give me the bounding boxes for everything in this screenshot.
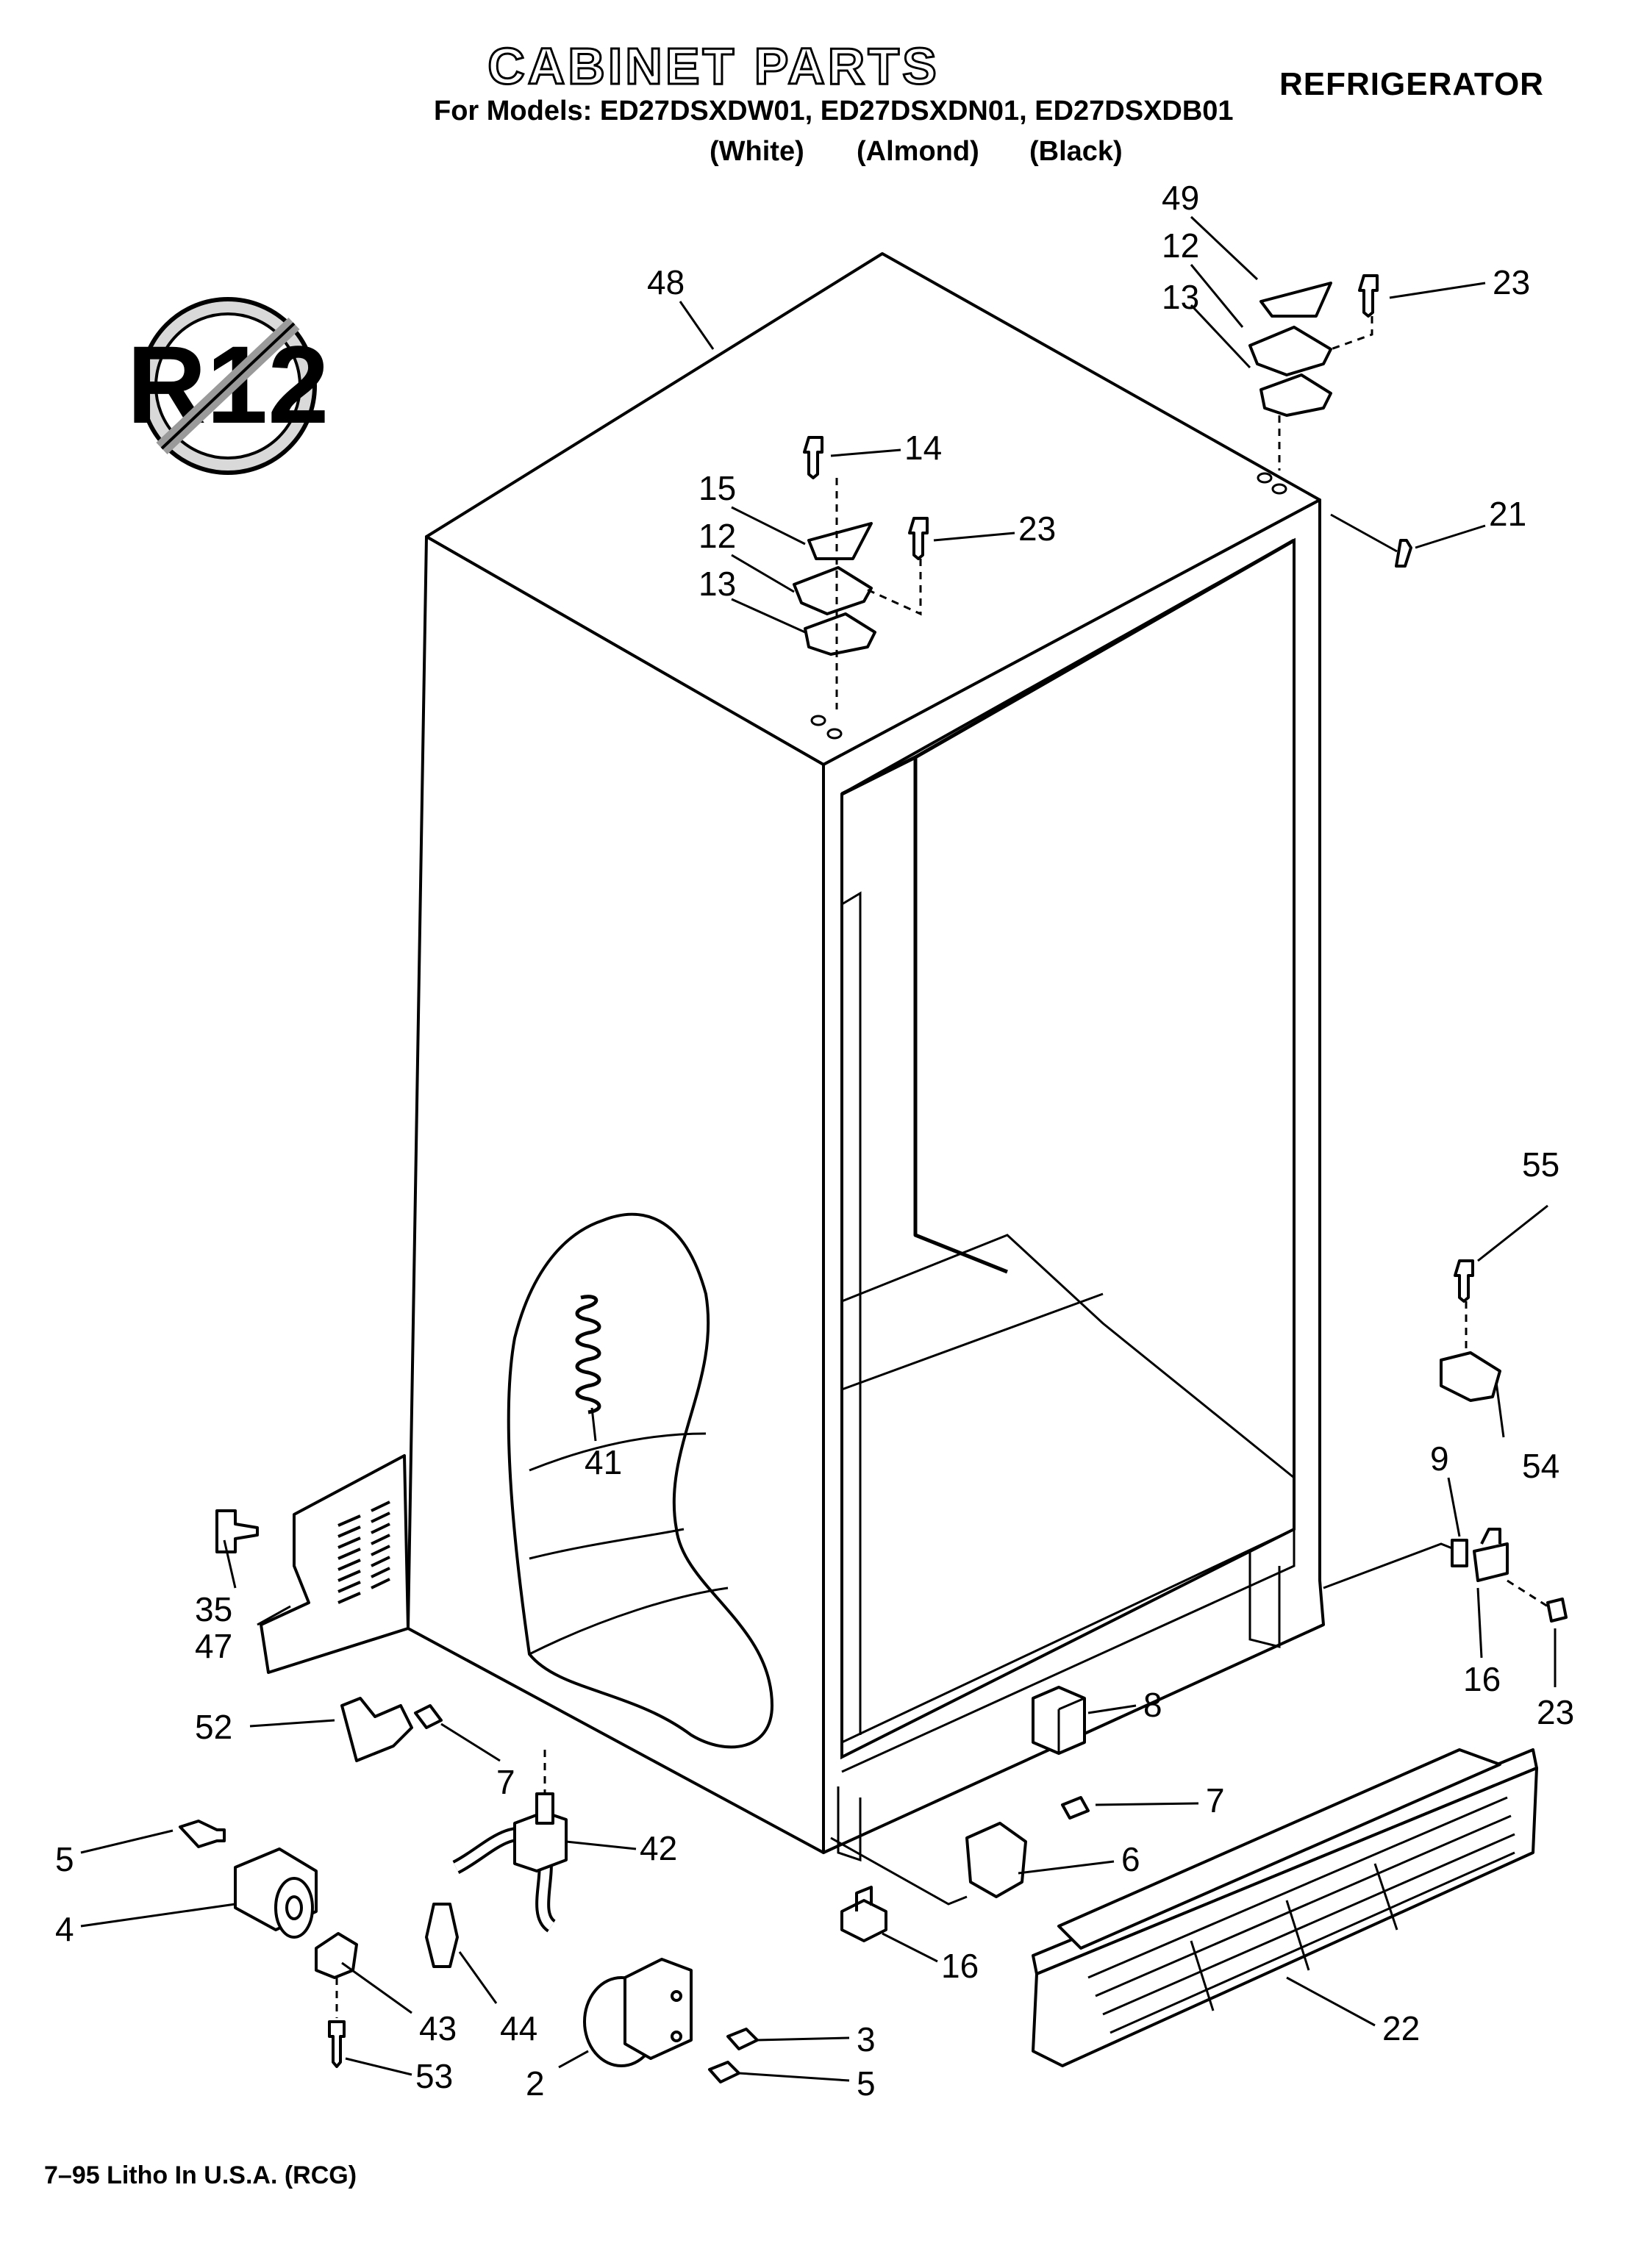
callout-16: 16 bbox=[941, 1947, 979, 1985]
screw-35-icon bbox=[215, 1509, 259, 1553]
callout-8: 8 bbox=[1143, 1686, 1162, 1724]
callout-12: 12 bbox=[1162, 226, 1199, 265]
callout-2: 2 bbox=[526, 2064, 545, 2103]
bottom-hinge-2-icon bbox=[583, 1958, 693, 2067]
callout-49: 49 bbox=[1162, 179, 1199, 217]
variant-black: (Black) bbox=[1029, 136, 1123, 167]
screw-55-icon bbox=[1454, 1259, 1474, 1303]
callout-21: 21 bbox=[1489, 495, 1526, 533]
callout-12: 12 bbox=[698, 517, 736, 555]
variant-almond: (Almond) bbox=[857, 136, 979, 167]
callout-42: 42 bbox=[640, 1829, 677, 1867]
callout-16: 16 bbox=[1463, 1660, 1501, 1698]
callout-7: 7 bbox=[496, 1763, 515, 1801]
callout-41: 41 bbox=[585, 1443, 622, 1481]
hinge-6-icon bbox=[965, 1822, 1027, 1898]
toe-grille-22-icon bbox=[1032, 1748, 1538, 2067]
screw-53-icon bbox=[328, 2020, 346, 2068]
roller-4-icon bbox=[234, 1847, 318, 1939]
no-r12-badge: R12 bbox=[126, 297, 329, 475]
cabinet-shell bbox=[407, 252, 1325, 1862]
part-21-clip-icon bbox=[1395, 539, 1412, 568]
clamp-52-icon bbox=[340, 1697, 413, 1762]
screw-7-right-icon bbox=[1061, 1796, 1090, 1820]
callout-23: 23 bbox=[1018, 509, 1056, 548]
callout-52: 52 bbox=[195, 1708, 232, 1746]
screw-23-icon bbox=[908, 517, 929, 560]
part-9-icon bbox=[1451, 1539, 1468, 1567]
screw-5-bottom-icon bbox=[708, 2061, 740, 2083]
tube-42-icon bbox=[452, 1750, 568, 1933]
screw-3-icon bbox=[726, 2028, 759, 2050]
callout-55: 55 bbox=[1522, 1145, 1559, 1184]
callout-43: 43 bbox=[419, 2009, 457, 2047]
control-panel-47-icon bbox=[260, 1454, 410, 1674]
bracket-16-bottom-icon bbox=[840, 1886, 887, 1942]
page-title: CABINET PARTS bbox=[487, 37, 940, 96]
right-top-hinge-assembly bbox=[1248, 274, 1379, 471]
callout-44: 44 bbox=[500, 2009, 537, 2047]
leader-lines bbox=[80, 215, 1557, 2082]
bracket-16-right-icon bbox=[1473, 1528, 1509, 1582]
callout-48: 48 bbox=[647, 263, 685, 301]
clip-44-icon bbox=[425, 1903, 459, 1968]
callout-9: 9 bbox=[1430, 1439, 1449, 1478]
model-list: For Models: ED27DSXDW01, ED27DSXDN01, ED… bbox=[434, 96, 1234, 126]
callout-13: 13 bbox=[698, 565, 736, 603]
callout-numbers: 48 49 12 13 23 14 15 12 13 23 21 55 41 5… bbox=[55, 179, 1574, 2103]
callout-5: 5 bbox=[55, 1840, 74, 1878]
screw-14-icon bbox=[803, 436, 823, 479]
clamp-43-icon bbox=[315, 1932, 358, 1979]
callout-22: 22 bbox=[1382, 2009, 1420, 2047]
callout-23: 23 bbox=[1493, 263, 1530, 301]
variant-white: (White) bbox=[710, 136, 804, 167]
callout-14: 14 bbox=[904, 429, 942, 467]
appliance-label: REFRIGERATOR bbox=[1279, 66, 1544, 102]
callout-15: 15 bbox=[698, 469, 736, 507]
screw-23-lower-icon bbox=[1546, 1598, 1568, 1623]
part-41-spring-icon bbox=[575, 1295, 601, 1414]
callout-13: 13 bbox=[1162, 278, 1199, 316]
print-footer: 7–95 Litho In U.S.A. (RCG) bbox=[44, 2161, 357, 2189]
callout-7: 7 bbox=[1206, 1781, 1225, 1820]
callout-47: 47 bbox=[195, 1627, 232, 1665]
center-top-hinge-assembly bbox=[793, 436, 929, 709]
screw-7-icon bbox=[414, 1704, 443, 1729]
callout-3: 3 bbox=[857, 2020, 876, 2058]
callout-35: 35 bbox=[195, 1590, 232, 1628]
bracket-54-icon bbox=[1440, 1351, 1501, 1402]
callout-4: 4 bbox=[55, 1910, 74, 1948]
callout-6: 6 bbox=[1121, 1840, 1140, 1878]
screw-5-icon bbox=[179, 1820, 226, 1848]
callout-54: 54 bbox=[1522, 1447, 1559, 1485]
callout-53: 53 bbox=[415, 2057, 453, 2095]
callout-23: 23 bbox=[1537, 1693, 1574, 1731]
callout-5: 5 bbox=[857, 2064, 876, 2103]
screw-23-icon bbox=[1358, 274, 1379, 318]
